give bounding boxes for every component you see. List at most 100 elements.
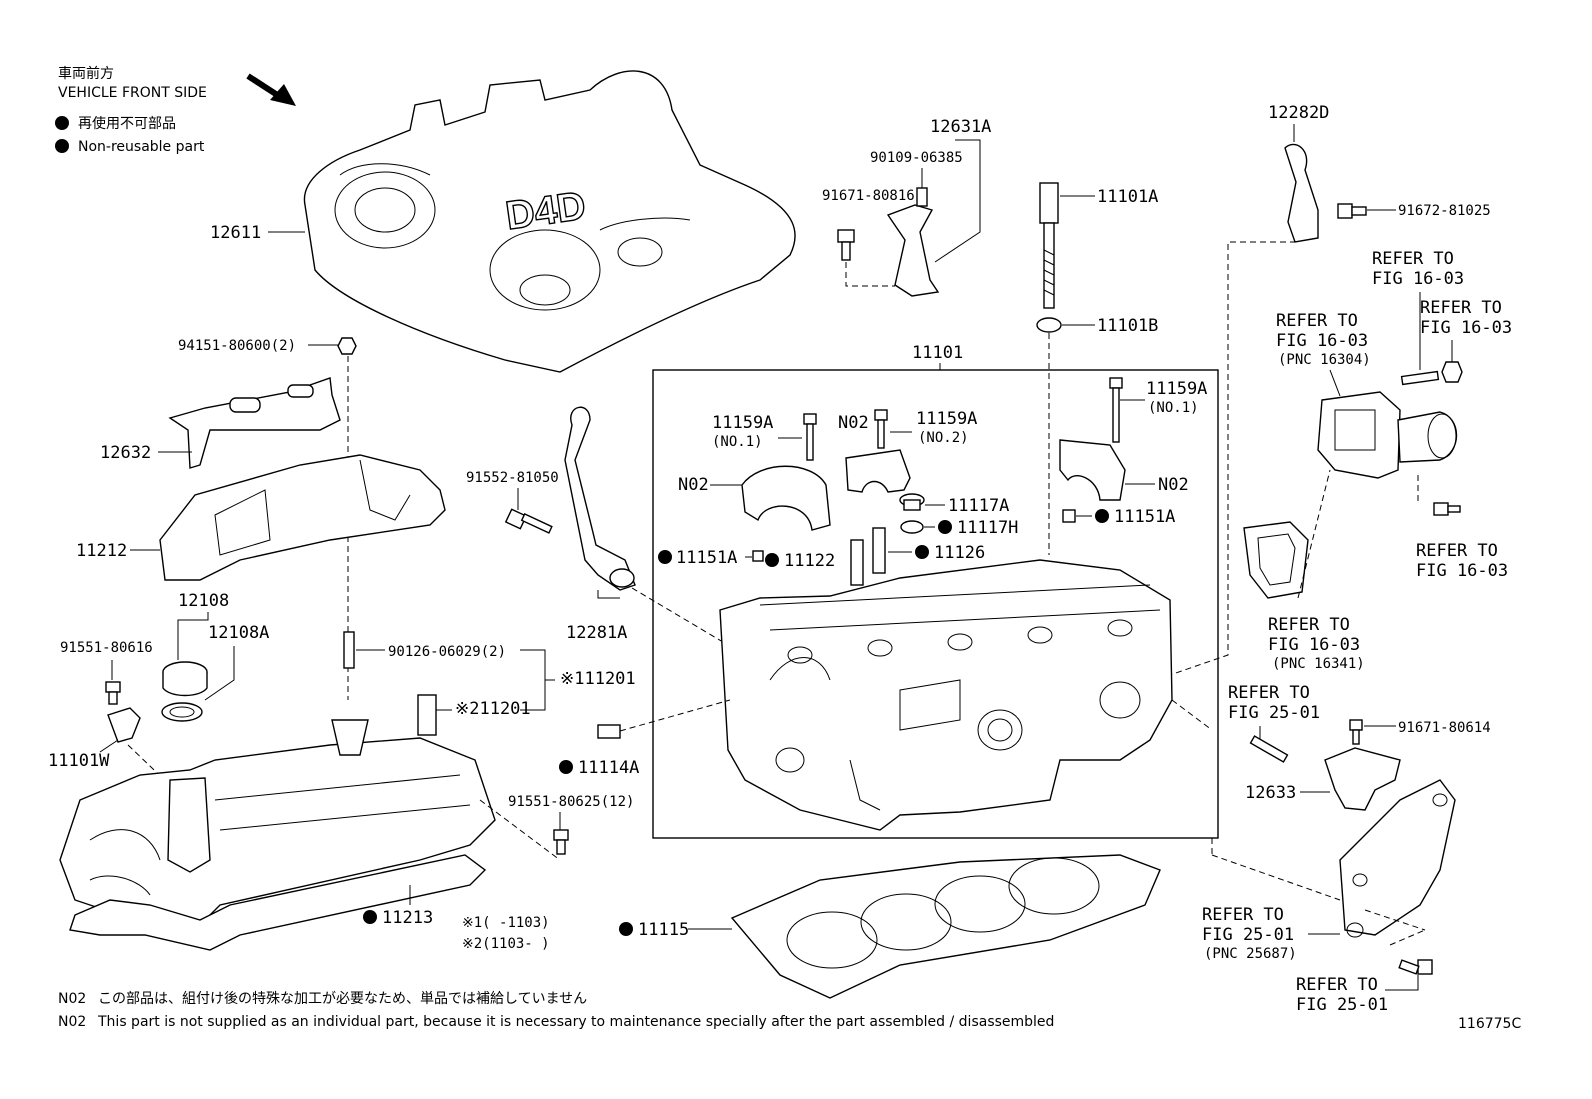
cylinder-head-assembly-box-11101[interactable] [652,369,1219,839]
n02-label-left[interactable]: N02 [678,475,709,495]
bolt-91671-80816[interactable] [837,229,855,261]
bolt-fig-16-03[interactable] [1433,502,1461,516]
bracket-12632[interactable] [168,377,341,469]
bracket-12633[interactable] [1324,747,1401,811]
callout-94151-80600[interactable]: 94151-80600(2) [178,338,296,354]
refer-16-03-c-label[interactable]: REFER TO [1276,311,1358,331]
stud-90126-06029[interactable] [343,631,355,669]
cover-gasket-11213[interactable] [69,854,487,951]
refer-25-01-c-fig[interactable]: FIG 25-01 [1296,995,1388,1015]
refer-16-03-b-fig[interactable]: FIG 16-03 [1420,318,1512,338]
gasket-11117H[interactable] [900,520,924,534]
callout-91672-81025[interactable]: 91672-81025 [1398,203,1491,219]
washer-11101B[interactable] [1036,317,1062,333]
refer-25-01-a-label[interactable]: REFER TO [1228,683,1310,703]
callout-11101W[interactable]: 11101W [48,751,110,771]
engine-mount-bracket-fig-25-01[interactable] [1339,779,1456,938]
refer-16-03-c-fig[interactable]: FIG 16-03 [1276,331,1368,351]
pin-11114A[interactable] [597,724,621,739]
refer-16-03-b-label[interactable]: REFER TO [1420,298,1502,318]
engine-hanger-12282D[interactable] [1284,143,1319,243]
cover-11212[interactable] [159,454,446,581]
callout-11117A[interactable]: 11117A [948,496,1009,516]
n02-label-center[interactable]: N02 [838,413,869,433]
callout-90109-06385[interactable]: 90109-06385 [870,150,963,166]
callout-11101[interactable]: 11101 [912,343,963,363]
refer-25-01-a-fig[interactable]: FIG 25-01 [1228,703,1320,723]
bolt-90109-06385[interactable] [916,187,928,207]
callout-11159A-no1-left[interactable]: 11159A [712,413,773,433]
callout-11159A-no2[interactable]: 11159A [916,409,977,429]
n02-label-right[interactable]: N02 [1158,475,1189,495]
callout-11201-mark2[interactable]: ※211201 [455,699,531,719]
callout-12282D[interactable]: 12282D [1268,103,1329,123]
callout-11212[interactable]: 11212 [76,541,127,561]
dowel-11151A-right[interactable] [1062,509,1076,523]
nut-fig-16-03[interactable] [1441,361,1463,383]
bolt-11159A-no1[interactable] [803,413,817,461]
callout-12633[interactable]: 12633 [1245,783,1296,803]
cylinder-head-body[interactable] [719,559,1173,831]
callout-11159A-no1-right[interactable]: 11159A [1146,379,1207,399]
refer-25-01-b-pnc[interactable]: (PNC 25687) [1204,946,1297,962]
nut-94151-80600[interactable] [337,337,357,355]
bolt-fig-25-01[interactable] [1398,959,1433,975]
refer-16-03-a-label[interactable]: REFER TO [1372,249,1454,269]
sensor-11101W[interactable] [107,707,141,743]
callout-11159A-no2-note[interactable]: (NO.2) [918,430,969,446]
callout-91671-80816[interactable]: 91671-80816 [822,188,915,204]
engine-cover-12611[interactable]: D4D [303,70,796,373]
stud-fig-25-01[interactable] [1249,735,1289,763]
callout-12108[interactable]: 12108 [178,591,229,611]
refer-25-01-c-label[interactable]: REFER TO [1296,975,1378,995]
cylinder-head-cover-11201[interactable] [59,694,496,926]
bolt-11159A-no1-right[interactable] [1109,377,1123,443]
water-outlet-housing-fig-16-03[interactable] [1317,391,1457,479]
refer-16-03-e-pnc[interactable]: (PNC 16341) [1272,656,1365,672]
refer-16-03-e-label[interactable]: REFER TO [1268,615,1350,635]
cylinder-head-gasket-11115[interactable] [730,854,1161,999]
bearing-cap-n02-left[interactable] [741,465,831,531]
bolt-11159A-no2[interactable] [874,409,888,449]
callout-12632[interactable]: 12632 [100,443,151,463]
callout-12631A[interactable]: 12631A [930,117,991,137]
callout-11159A-no1-right-note[interactable]: (NO.1) [1148,400,1199,416]
refer-16-03-d-fig[interactable]: FIG 16-03 [1416,561,1508,581]
head-bolt-11101A[interactable] [1039,182,1059,309]
valve-guide-11122[interactable] [850,539,864,586]
gasket-fig-16-03[interactable] [1243,521,1309,599]
refer-16-03-e-fig[interactable]: FIG 16-03 [1268,635,1360,655]
bracket-12631A[interactable] [886,204,940,297]
refer-25-01-b-label[interactable]: REFER TO [1202,905,1284,925]
oil-filler-cap-12108[interactable] [162,661,208,697]
dowel-11151A-left[interactable] [752,550,764,562]
gasket-12108A[interactable] [161,702,203,722]
valve-guide-11126[interactable] [872,527,886,574]
callout-11117H[interactable]: 11117H [957,518,1018,538]
callout-12611[interactable]: 12611 [210,223,261,243]
callout-11151A-right[interactable]: 11151A [1114,507,1175,527]
callout-11126[interactable]: 11126 [934,543,985,563]
callout-91671-80614[interactable]: 91671-80614 [1398,720,1491,736]
callout-91551-80625[interactable]: 91551-80625(12) [508,794,634,810]
callout-11114A[interactable]: 11114A [578,758,639,778]
bearing-cap-n02-right[interactable] [1059,439,1126,501]
stud-bolt-fig-16-03[interactable] [1400,370,1440,386]
bolt-91671-80614[interactable] [1349,719,1363,745]
callout-12108A[interactable]: 12108A [208,623,269,643]
engine-hanger-12281A[interactable] [564,406,636,591]
refer-25-01-b-fig[interactable]: FIG 25-01 [1202,925,1294,945]
callout-11151A-left[interactable]: 11151A [676,548,737,568]
callout-11213[interactable]: 11213 [382,908,433,928]
refer-16-03-a-fig[interactable]: FIG 16-03 [1372,269,1464,289]
bolt-91551-80625[interactable] [553,829,569,855]
bolt-91672-81025[interactable] [1337,203,1367,219]
callout-11115[interactable]: 11115 [638,920,689,940]
refer-16-03-c-pnc[interactable]: (PNC 16304) [1278,352,1371,368]
bearing-cap-n02-center[interactable] [845,449,911,493]
callout-91551-80616[interactable]: 91551-80616 [60,640,153,656]
callout-11101A[interactable]: 11101A [1097,187,1158,207]
bolt-91551-80616[interactable] [105,681,121,705]
callout-11122[interactable]: 11122 [784,551,835,571]
callout-90126-06029[interactable]: 90126-06029(2) [388,644,506,660]
